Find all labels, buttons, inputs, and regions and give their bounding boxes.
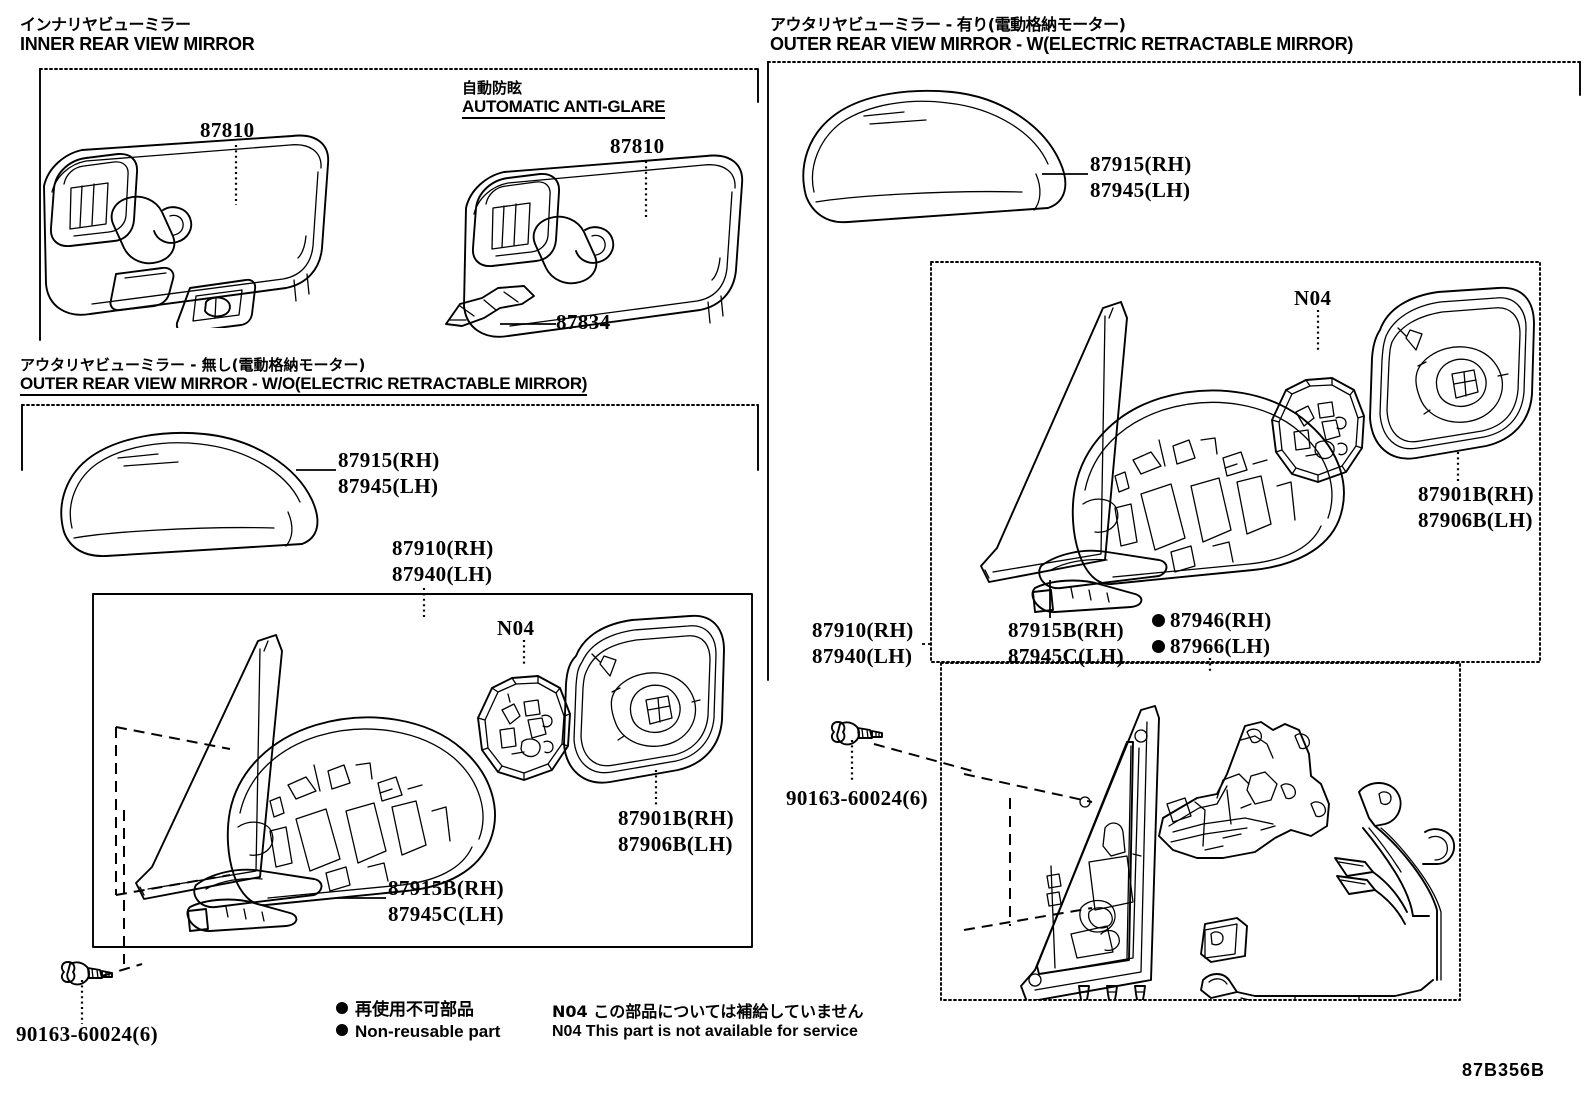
leader-outer-w-cover [1042,173,1088,175]
leader-87810-inner [234,145,238,205]
outer-wo-bolt-path [123,810,125,964]
outer-wo-assembly-illustration [135,634,496,932]
legend-nonreusable-en: Non-reusable part [336,1021,500,1042]
outer-wo-mirror-glass-illustration [563,615,725,784]
outer-wo-alignment-guides [115,726,231,896]
leader-outer-w-nonreusable [1208,658,1212,672]
leader-outer-wo-lower [338,897,386,899]
nonreusable-rh: 87946(RH) [1152,608,1272,634]
callout-outer-w-cover: 87915(RH) 87945(LH) [1090,152,1192,202]
nonreusable-dot-rh [1152,614,1165,627]
leader-87834 [500,323,556,325]
sheet-code: 87B356B [1462,1060,1546,1080]
callout-87810-inner: 87810 [200,118,255,142]
outer-w-retract-detail-illustration [1020,705,1455,1000]
leader-outer-wo-glass [654,770,658,806]
callout-outer-w-lower: 87915B(RH) 87945C(LH) [1008,618,1124,668]
callout-87834: 87834 [556,310,611,334]
section-header-inner-mirror-en: INNER REAR VIEW MIRROR [20,33,255,54]
callout-outer-w-bolt: 90163-60024(6) [786,786,929,810]
callout-outer-wo-bolt: 90163-60024(6) [16,1022,159,1046]
nonreusable-lh: 87966(LH) [1152,634,1272,660]
callout-outer-wo-assembly: 87910(RH) 87940(LH) [392,536,494,586]
legend-nonreusable: 再使用不可部品 Non-reusable part [336,1000,500,1043]
section-header-outer-w: アウタリヤビューミラー - 有り(電動格納モーター) OUTER REAR VI… [770,16,1353,54]
callout-outer-wo-cover: 87915(RH) 87945(LH) [338,448,440,498]
callout-outer-wo-glass: 87901B(RH) 87906B(LH) [618,806,734,856]
callout-87810-anti-glare: 87810 [610,134,665,158]
outer-wo-mirror-cover-illustration [60,431,319,557]
legend-nonreusable-jp: 再使用不可部品 [336,1000,500,1021]
section-header-inner-mirror-jp: インナリヤビューミラー [20,15,191,34]
outer-w-assembly-illustration [980,301,1345,613]
leader-outer-w-assembly [922,643,934,645]
outer-w-actuator-illustration [1271,377,1365,483]
callout-outer-w-nonreusable: 87946(RH) 87966(LH) [1152,608,1272,659]
legend-bullet-jp [336,1002,348,1014]
legend-n04-en: N04 This part is not available for servi… [552,1023,858,1040]
callout-outer-wo-lower: 87915B(RH) 87945C(LH) [388,876,504,926]
leader-outer-wo-bolt [80,980,84,1024]
leader-outer-w-bolt [850,740,854,780]
leader-outer-w-glass [1456,452,1460,482]
section-header-outer-wo-jp: アウタリヤビューミラー - 無し(電動格納モーター) [20,356,366,374]
callout-outer-w-glass: 87901B(RH) 87906B(LH) [1418,482,1534,532]
outer-w-bolt-illustration [830,721,883,746]
anti-glare-mirror-illustration [463,154,743,338]
section-header-anti-glare-jp: 自動防眩 [462,79,523,97]
section-header-outer-w-en: OUTER REAR VIEW MIRROR - W(ELECTRIC RETR… [770,33,1354,54]
section-header-outer-wo-en: OUTER REAR VIEW MIRROR - W/O(ELECTRIC RE… [20,374,587,396]
section-header-outer-w-jp: アウタリヤビューミラー - 有り(電動格納モーター) [770,15,1126,34]
leader-87810-anti-glare [644,161,648,217]
nonreusable-dot-lh [1152,639,1165,653]
leader-outer-w-n04 [1316,310,1320,352]
outer-w-alignment-guides [963,773,1093,931]
section-header-anti-glare-en: AUTOMATIC ANTI-GLARE [462,97,666,119]
outer-w-mirror-glass-illustration [1369,286,1535,460]
leader-outer-wo-bolt-dash [101,963,143,977]
legend-n04-jp: N04 この部品については補給していません [552,1002,864,1021]
section-header-anti-glare: 自動防眩 AUTOMATIC ANTI-GLARE [462,79,666,119]
leader-outer-wo-n04 [522,640,526,664]
section-header-outer-wo: アウタリヤビューミラー - 無し(電動格納モーター) OUTER REAR VI… [20,357,587,396]
callout-outer-wo-n04: N04 [497,616,535,640]
legend-n04: N04 この部品については補給していません N04 This part is n… [552,1002,863,1042]
leader-outer-wo-cover [296,469,336,471]
inner-rear-view-mirror-illustration [43,134,329,328]
leader-outer-w-lower [1049,580,1051,618]
outer-w-mirror-cover-illustration [802,89,1067,224]
callout-outer-w-assembly: 87910(RH) 87940(LH) [812,618,914,668]
anti-glare-bracket-illustration [445,285,535,327]
section-header-inner-mirror: インナリヤビューミラー INNER REAR VIEW MIRROR [20,15,255,54]
leader-outer-wo-assembly [422,588,426,620]
callout-outer-w-n04: N04 [1294,286,1332,310]
legend-bullet-en [336,1024,348,1037]
outer-wo-actuator-illustration [477,675,571,781]
